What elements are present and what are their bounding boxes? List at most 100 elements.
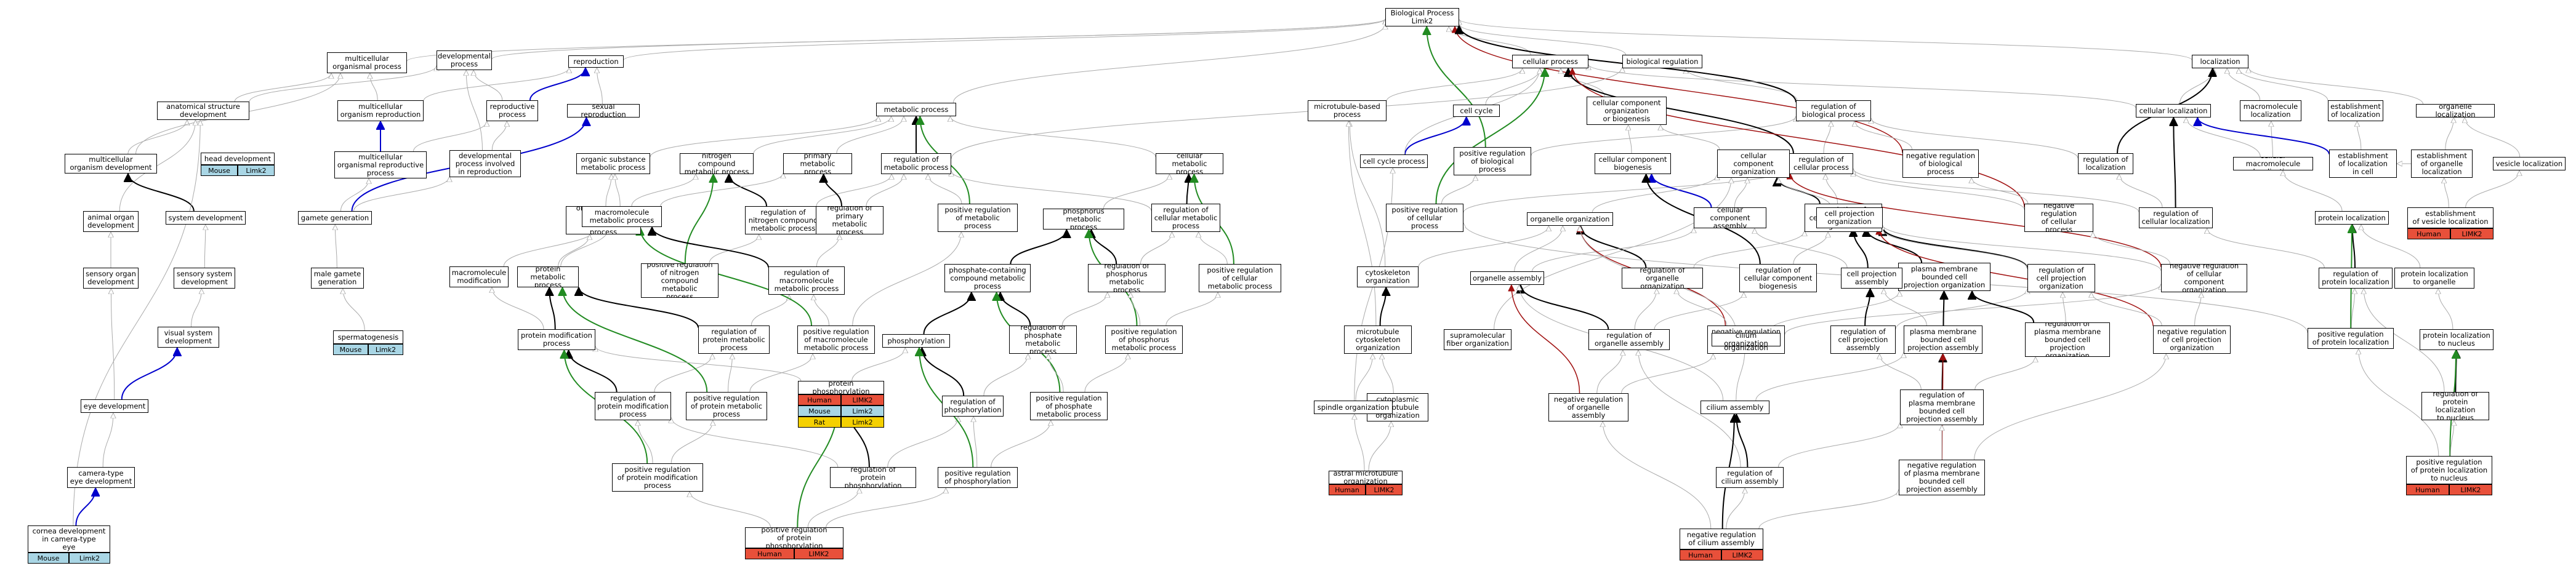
go-term-node[interactable]: astral microtubule organization: [1329, 471, 1403, 484]
go-term-node[interactable]: spindle organization: [1314, 401, 1393, 414]
go-term-node[interactable]: animal organ development: [83, 211, 139, 232]
go-term-node[interactable]: anatomical structure development: [157, 102, 249, 120]
go-term-node[interactable]: regulation of primary metabolic process: [816, 206, 883, 234]
go-term-node[interactable]: negative regulation of organelle assembl…: [1548, 393, 1628, 421]
go-term-node[interactable]: regulation of localization: [2078, 153, 2133, 174]
go-term-node[interactable]: positive regulation of protein modificat…: [612, 463, 703, 492]
go-term-node[interactable]: gamete generation: [298, 211, 372, 225]
go-term-node[interactable]: regulation of protein metabolic process: [698, 325, 770, 354]
go-term-node[interactable]: regulation of plasma membrane bounded ce…: [1900, 389, 1984, 425]
go-term-node[interactable]: protein localization: [2315, 211, 2389, 225]
go-term-node[interactable]: establishment of organelle localization: [2411, 150, 2473, 178]
go-term-node[interactable]: regulation of protein modification proce…: [595, 392, 671, 420]
go-term-node[interactable]: visual system development: [158, 327, 219, 348]
go-term-node[interactable]: positive regulation of protein metabolic…: [686, 392, 767, 420]
go-term-node[interactable]: regulation of biological process: [1796, 100, 1871, 121]
go-term-node[interactable]: cellular component organization: [1717, 150, 1790, 178]
go-term-node[interactable]: regulation of organelle assembly: [1588, 329, 1670, 350]
go-term-node[interactable]: regulation of cellular process: [1789, 153, 1853, 174]
go-term-node[interactable]: regulation of macromolecule metabolic pr…: [768, 266, 845, 295]
go-term-node[interactable]: cell projection organization: [1816, 207, 1883, 228]
go-term-node[interactable]: positive regulation of biological proces…: [1454, 147, 1531, 175]
go-term-node[interactable]: macromolecule localization: [2240, 100, 2301, 121]
go-term-node[interactable]: establishment of vesicle localization: [2407, 207, 2493, 228]
go-term-node[interactable]: negative regulation of cellular process: [2024, 204, 2093, 232]
go-term-node[interactable]: establishment of localization: [2328, 100, 2383, 121]
go-term-node[interactable]: positive regulation of phosphorus metabo…: [1105, 325, 1183, 354]
go-term-node[interactable]: cornea development in camera-type eye: [28, 525, 110, 553]
go-term-node[interactable]: cellular component biogenesis: [1595, 153, 1671, 174]
go-term-node[interactable]: eye development: [81, 399, 148, 413]
go-term-node[interactable]: protein localization to organelle: [2394, 268, 2474, 289]
go-term-node[interactable]: negative regulation of cilium assembly: [1680, 529, 1763, 549]
go-term-node[interactable]: regulation of nitrogen compound metaboli…: [745, 206, 821, 234]
go-term-node[interactable]: reproduction: [568, 55, 624, 68]
go-term-node[interactable]: regulation of phosphorus metabolic proce…: [1088, 264, 1165, 292]
go-term-node[interactable]: negative regulation of cellular componen…: [2161, 264, 2247, 292]
go-term-node[interactable]: macromolecule metabolic process: [582, 206, 662, 227]
go-term-node[interactable]: regulation of protein localization: [2319, 268, 2393, 289]
go-term-node[interactable]: positive regulation of protein phosphory…: [745, 527, 843, 548]
go-term-node[interactable]: system development: [166, 211, 246, 225]
go-term-node[interactable]: supramolecular fiber organization: [1444, 329, 1511, 350]
go-term-node[interactable]: primary metabolic process: [783, 153, 852, 174]
go-term-node[interactable]: regulation of cellular metabolic process: [1151, 204, 1220, 232]
go-term-node[interactable]: developmental process: [437, 50, 492, 70]
go-term-node[interactable]: sexual reproduction: [567, 104, 640, 118]
go-term-node[interactable]: reproductive process: [486, 100, 538, 121]
go-term-node[interactable]: regulation of cilium assembly: [1716, 467, 1784, 488]
go-term-node[interactable]: microtubule-based process: [1308, 100, 1387, 121]
go-term-node[interactable]: cellular component assembly: [1694, 207, 1766, 228]
go-term-node[interactable]: regulation of cellular component biogene…: [1739, 264, 1817, 292]
go-term-node[interactable]: regulation of organelle organization: [1622, 268, 1703, 289]
go-term-node[interactable]: cellular metabolic process: [1156, 153, 1223, 174]
go-term-node[interactable]: positive regulation of nitrogen compound…: [641, 263, 718, 298]
go-term-node[interactable]: regulation of cell projection assembly: [1830, 325, 1896, 354]
go-term-node[interactable]: cell projection assembly: [1841, 268, 1902, 289]
go-term-node[interactable]: cellular macromolecule localization: [2233, 157, 2313, 170]
go-term-node[interactable]: metabolic process: [876, 103, 956, 116]
go-term-node[interactable]: plasma membrane bounded cell projection …: [1904, 325, 1982, 354]
go-term-node[interactable]: regulation of phosphate metabolic proces…: [1009, 325, 1077, 354]
go-term-node[interactable]: establishment of localization in cell: [2329, 150, 2397, 178]
go-term-node[interactable]: Biological Process Limk2: [1385, 8, 1459, 26]
go-term-node[interactable]: multicellular organism development: [65, 154, 157, 174]
go-term-node[interactable]: localization: [2192, 55, 2248, 68]
go-term-node[interactable]: phosphorylation: [882, 334, 950, 348]
go-term-node[interactable]: regulation of cell projection organizati…: [2027, 264, 2095, 292]
go-term-node[interactable]: cellular component organization or bioge…: [1587, 97, 1667, 125]
go-term-node[interactable]: protein phosphorylation: [798, 381, 884, 394]
go-term-node[interactable]: cytoskeleton organization: [1357, 266, 1419, 287]
go-term-node[interactable]: cilium organization: [1712, 333, 1781, 346]
go-term-node[interactable]: phosphorus metabolic process: [1043, 209, 1124, 230]
go-term-node[interactable]: positive regulation of phosphate metabol…: [1030, 392, 1108, 420]
go-term-node[interactable]: organelle organization: [1527, 212, 1613, 226]
go-term-node[interactable]: regulation of plasma membrane bounded ce…: [2025, 322, 2110, 357]
go-term-node[interactable]: regulation of phosphorylation: [942, 396, 1004, 417]
go-term-node[interactable]: sensory organ development: [83, 268, 139, 289]
go-term-node[interactable]: phosphate-containing compound metabolic …: [944, 264, 1031, 292]
go-term-node[interactable]: positive regulation of cellular process: [1386, 204, 1463, 232]
go-term-node[interactable]: male gamete generation: [311, 268, 364, 289]
go-term-node[interactable]: organic substance metabolic process: [576, 153, 650, 174]
go-term-node[interactable]: regulation of protein localization to nu…: [2421, 392, 2489, 420]
go-term-node[interactable]: cilium assembly: [1701, 401, 1769, 414]
go-term-node[interactable]: microtubule cytoskeleton organization: [1344, 325, 1412, 354]
go-term-node[interactable]: negative regulation of biological proces…: [1902, 150, 1979, 178]
go-term-node[interactable]: sensory system development: [174, 268, 235, 289]
go-term-node[interactable]: cellular localization: [2136, 104, 2211, 118]
go-term-node[interactable]: cell cycle process: [1360, 154, 1428, 168]
go-term-node[interactable]: positive regulation of macromolecule met…: [797, 325, 875, 354]
go-term-node[interactable]: regulation of cellular localization: [2139, 207, 2213, 228]
go-term-node[interactable]: positive regulation of metabolic process: [938, 204, 1018, 232]
go-term-node[interactable]: nitrogen compound metabolic process: [680, 153, 754, 174]
go-term-node[interactable]: multicellular organism reproduction: [337, 100, 424, 121]
go-term-node[interactable]: protein localization to nucleus: [2420, 329, 2493, 350]
go-term-node[interactable]: protein modification process: [518, 329, 595, 350]
go-term-node[interactable]: positive regulation of protein localizat…: [2406, 456, 2492, 484]
go-term-node[interactable]: head development: [201, 153, 275, 165]
go-term-node[interactable]: cell cycle: [1453, 105, 1500, 117]
go-term-node[interactable]: vesicle localization: [2493, 157, 2566, 170]
go-term-node[interactable]: protein metabolic process: [517, 266, 579, 287]
go-term-node[interactable]: macromolecule modification: [449, 266, 509, 287]
